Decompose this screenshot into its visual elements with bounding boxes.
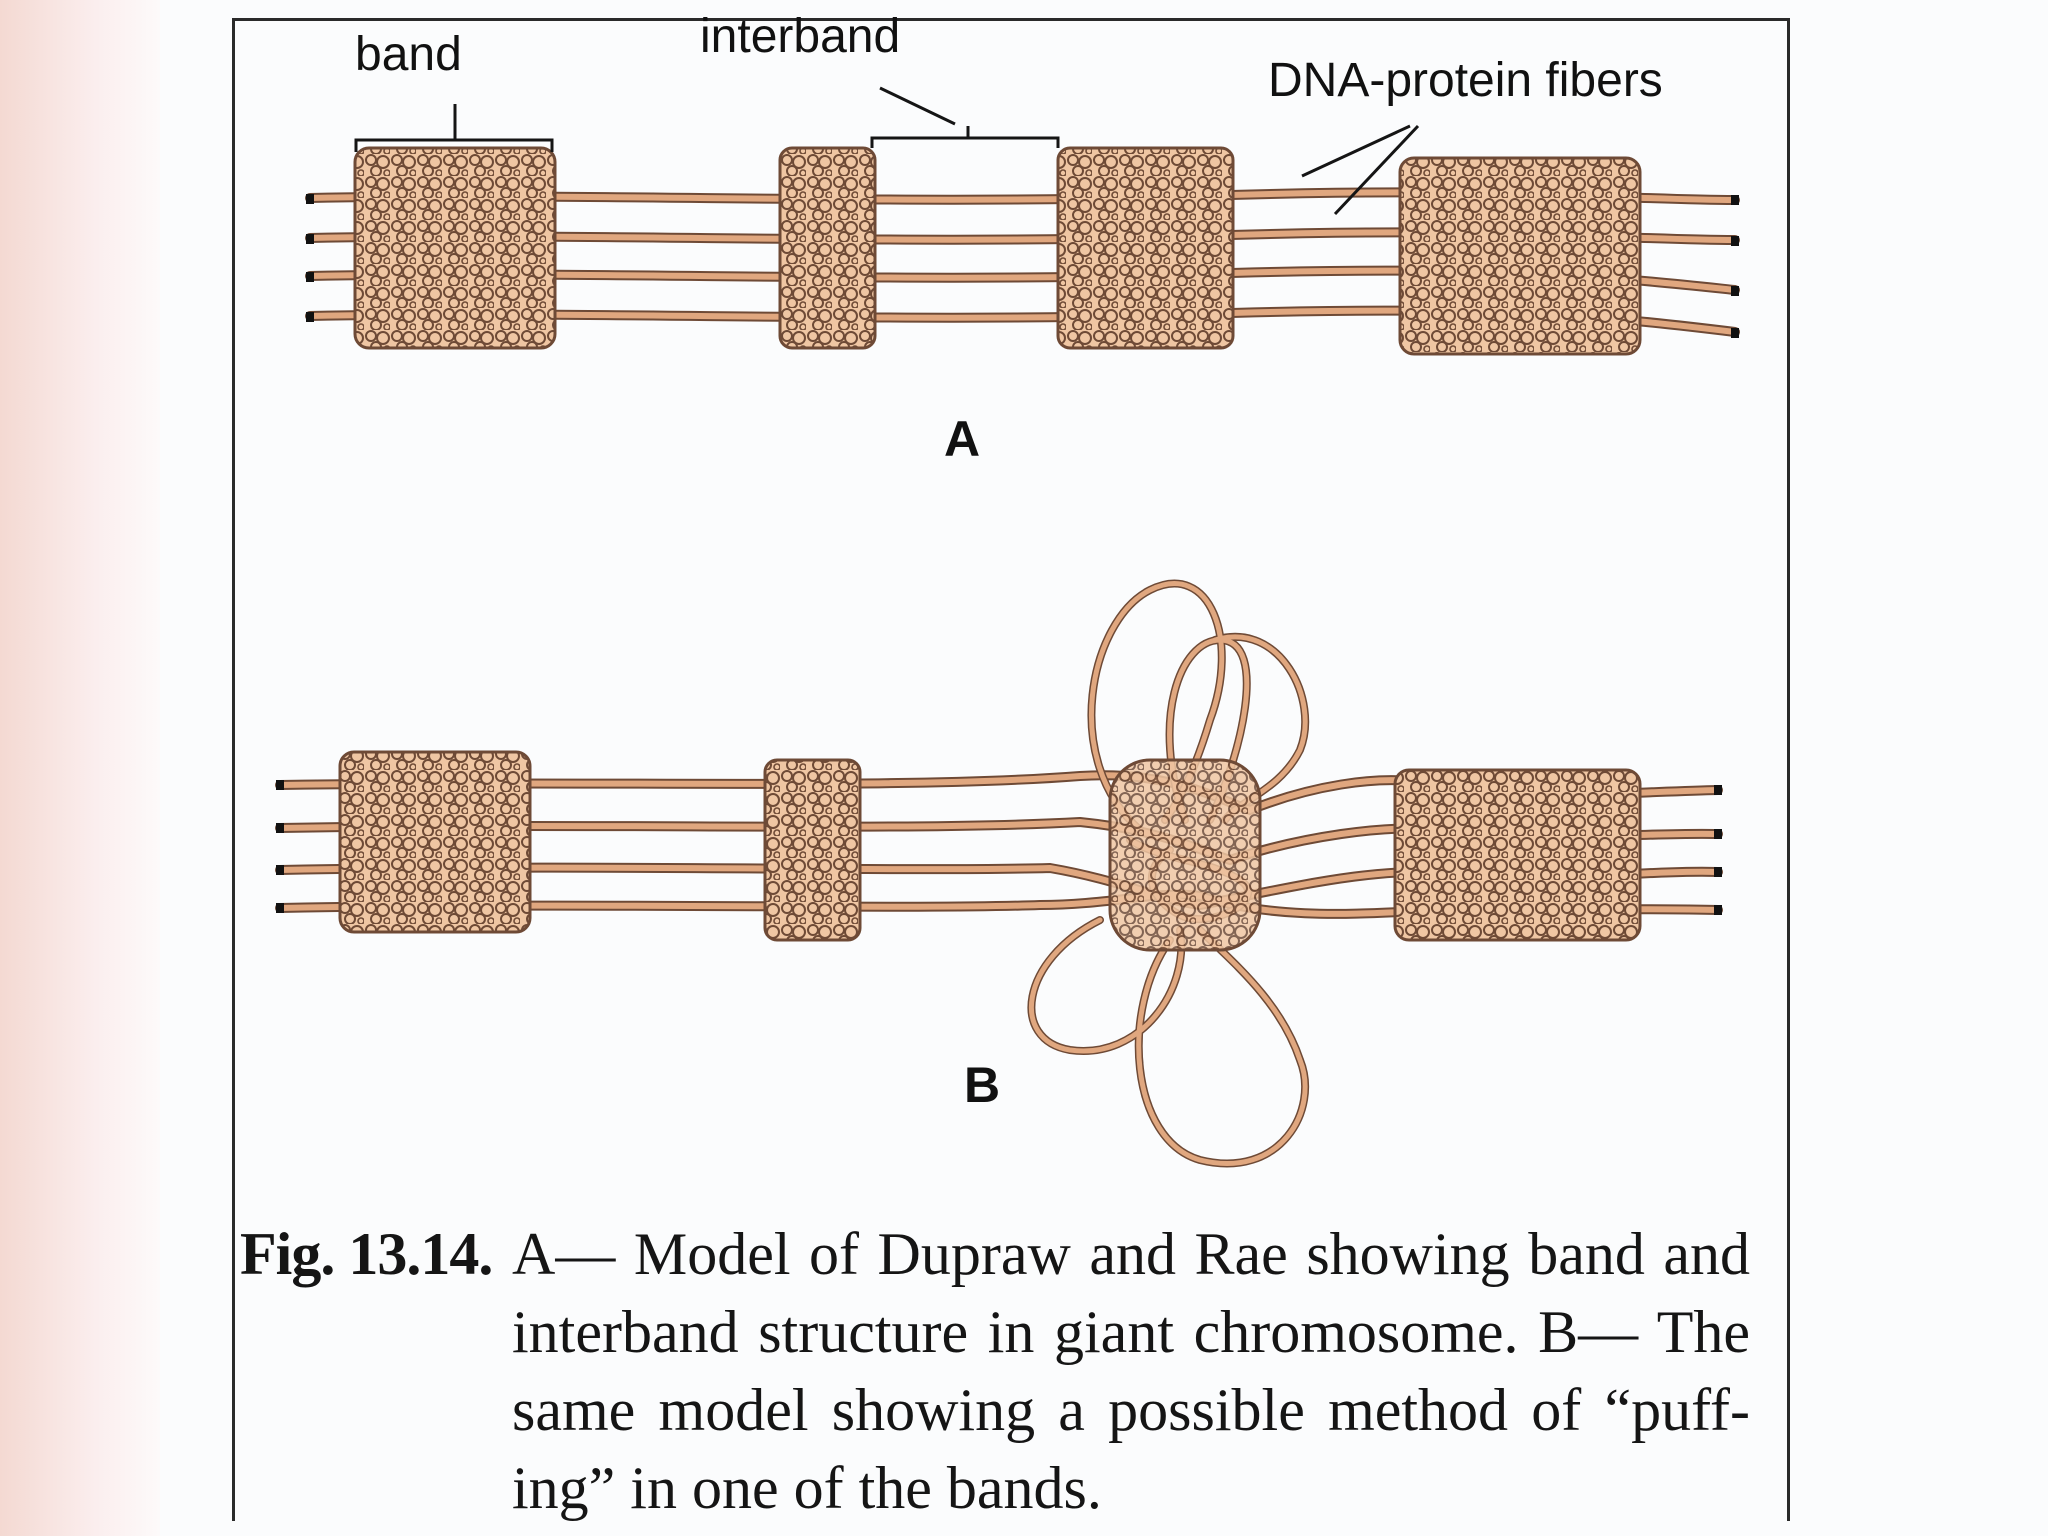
interband-bracket — [870, 86, 1060, 148]
band-label: band — [355, 28, 462, 81]
page-edge-shadow — [0, 0, 160, 1536]
panel-b-label: B — [964, 1057, 1000, 1113]
panel-a-diagram: band interband DNA-protein fibers A — [305, 10, 1740, 467]
panel-a-label: A — [944, 411, 980, 467]
band-a1 — [353, 146, 557, 350]
band-b1 — [338, 750, 532, 934]
band-bracket — [354, 104, 554, 152]
band-a3 — [1056, 146, 1235, 350]
caption-text: A— Model of Dupraw and Rae showing band … — [512, 1221, 1750, 1521]
figure-frame — [232, 18, 1790, 1521]
figure-number: Fig. 13.14. — [240, 1221, 493, 1287]
panel-b-diagram: B — [275, 579, 1723, 1168]
fibers-pointer — [1301, 124, 1420, 216]
fibers-label: DNA-protein fibers — [1268, 54, 1663, 107]
band-b4 — [1393, 768, 1642, 942]
interband-label: interband — [700, 10, 900, 63]
band-a2 — [778, 146, 877, 350]
band-b-puffed — [1108, 758, 1262, 952]
band-b2 — [763, 758, 862, 942]
band-a4 — [1398, 156, 1642, 356]
